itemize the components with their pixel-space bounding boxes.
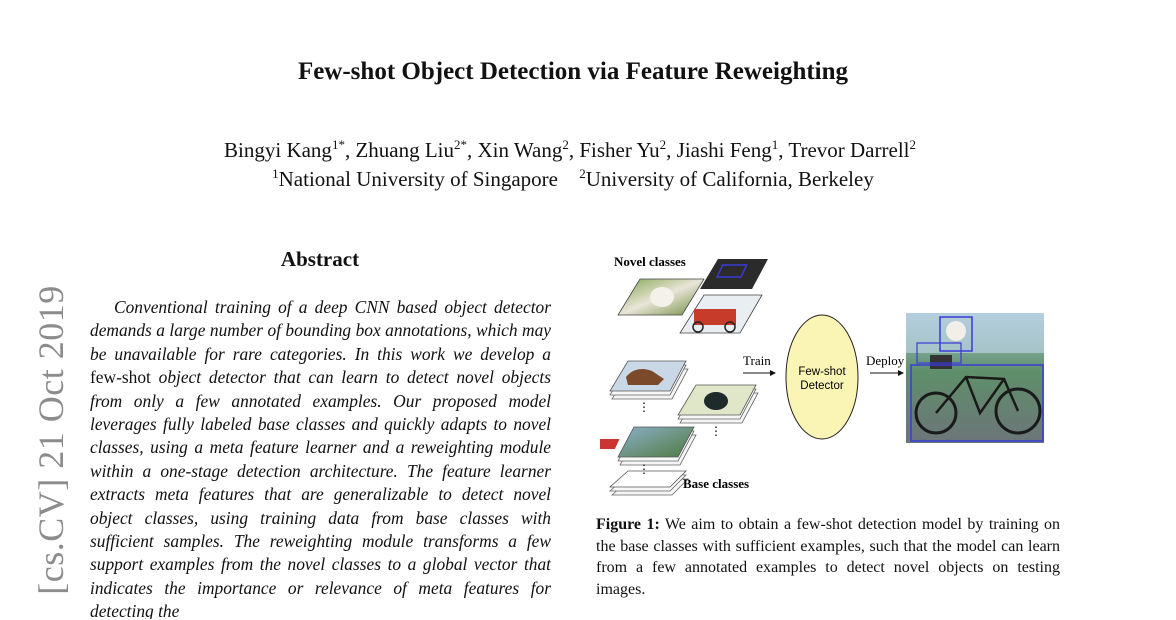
abstract-upright-term: few-shot bbox=[90, 367, 151, 388]
novel-image-stack bbox=[617, 259, 768, 334]
deploy-arrow bbox=[870, 370, 904, 376]
author-name: Jiashi Feng bbox=[676, 138, 772, 162]
affiliation-name: National University of Singapore bbox=[278, 167, 558, 191]
author-sup: 1 bbox=[771, 137, 779, 152]
deploy-label: Deploy bbox=[866, 353, 905, 368]
abstract-heading: Abstract bbox=[280, 247, 360, 271]
affiliation-name: University of California, Berkeley bbox=[585, 167, 874, 191]
author-sup: 2* bbox=[454, 137, 467, 152]
author-sup: 1* bbox=[331, 137, 345, 152]
author-name: Zhuang Liu bbox=[355, 138, 454, 162]
figure-caption: Figure 1: We aim to obtain a few-shot de… bbox=[596, 514, 1060, 600]
affiliation-sup: 2 bbox=[579, 166, 586, 181]
author-sup: 2 bbox=[562, 137, 569, 152]
author-list: Bingyi Kang1*, Zhuang Liu2*, Xin Wang2, … bbox=[224, 137, 916, 162]
ellipsis-1: ⋮ bbox=[638, 400, 650, 414]
author-name: Fisher Yu bbox=[579, 138, 660, 162]
novel-classes-label: Novel classes bbox=[614, 254, 686, 269]
test-image bbox=[906, 313, 1044, 443]
train-label: Train bbox=[743, 353, 771, 368]
author-name: Trevor Darrell bbox=[788, 138, 910, 162]
train-arrow bbox=[743, 370, 776, 376]
ellipsis-2: ⋮ bbox=[710, 424, 722, 438]
abstract-text: Conventional training of a deep CNN base… bbox=[90, 297, 551, 364]
author-name: Bingyi Kang bbox=[224, 138, 332, 162]
abstract-text-cont: object detector that can learn to detect… bbox=[90, 367, 551, 619]
abstract-body: Conventional training of a deep CNN base… bbox=[90, 296, 551, 619]
base-image-stack bbox=[600, 360, 759, 496]
arxiv-stamp: [cs.CV] 21 Oct 2019 bbox=[31, 285, 71, 595]
affiliations: 1National University of Singapore 2Unive… bbox=[0, 166, 1146, 192]
author-name: Xin Wang bbox=[477, 138, 563, 162]
detector-label-1: Few-shot bbox=[798, 366, 846, 378]
base-classes-label: Base classes bbox=[683, 476, 749, 491]
figure-1-diagram: Novel classes ⋮ ⋮ ⋮ Base classes Train bbox=[600, 254, 1044, 496]
detector-label-2: Detector bbox=[800, 380, 844, 392]
affiliation-sup: 1 bbox=[272, 166, 279, 181]
affiliation-2: 2University of California, Berkeley bbox=[579, 166, 874, 191]
few-shot-detector bbox=[785, 314, 859, 440]
author-sup: 2 bbox=[659, 137, 667, 152]
affiliation-1: 1National University of Singapore bbox=[272, 166, 558, 191]
caption-label: Figure 1: bbox=[596, 516, 660, 533]
paper-title: Few-shot Object Detection via Feature Re… bbox=[297, 58, 849, 85]
ellipsis-3: ⋮ bbox=[638, 462, 650, 476]
author-sup: 2 bbox=[909, 137, 916, 152]
caption-text: We aim to obtain a few-shot detection mo… bbox=[596, 516, 1061, 598]
